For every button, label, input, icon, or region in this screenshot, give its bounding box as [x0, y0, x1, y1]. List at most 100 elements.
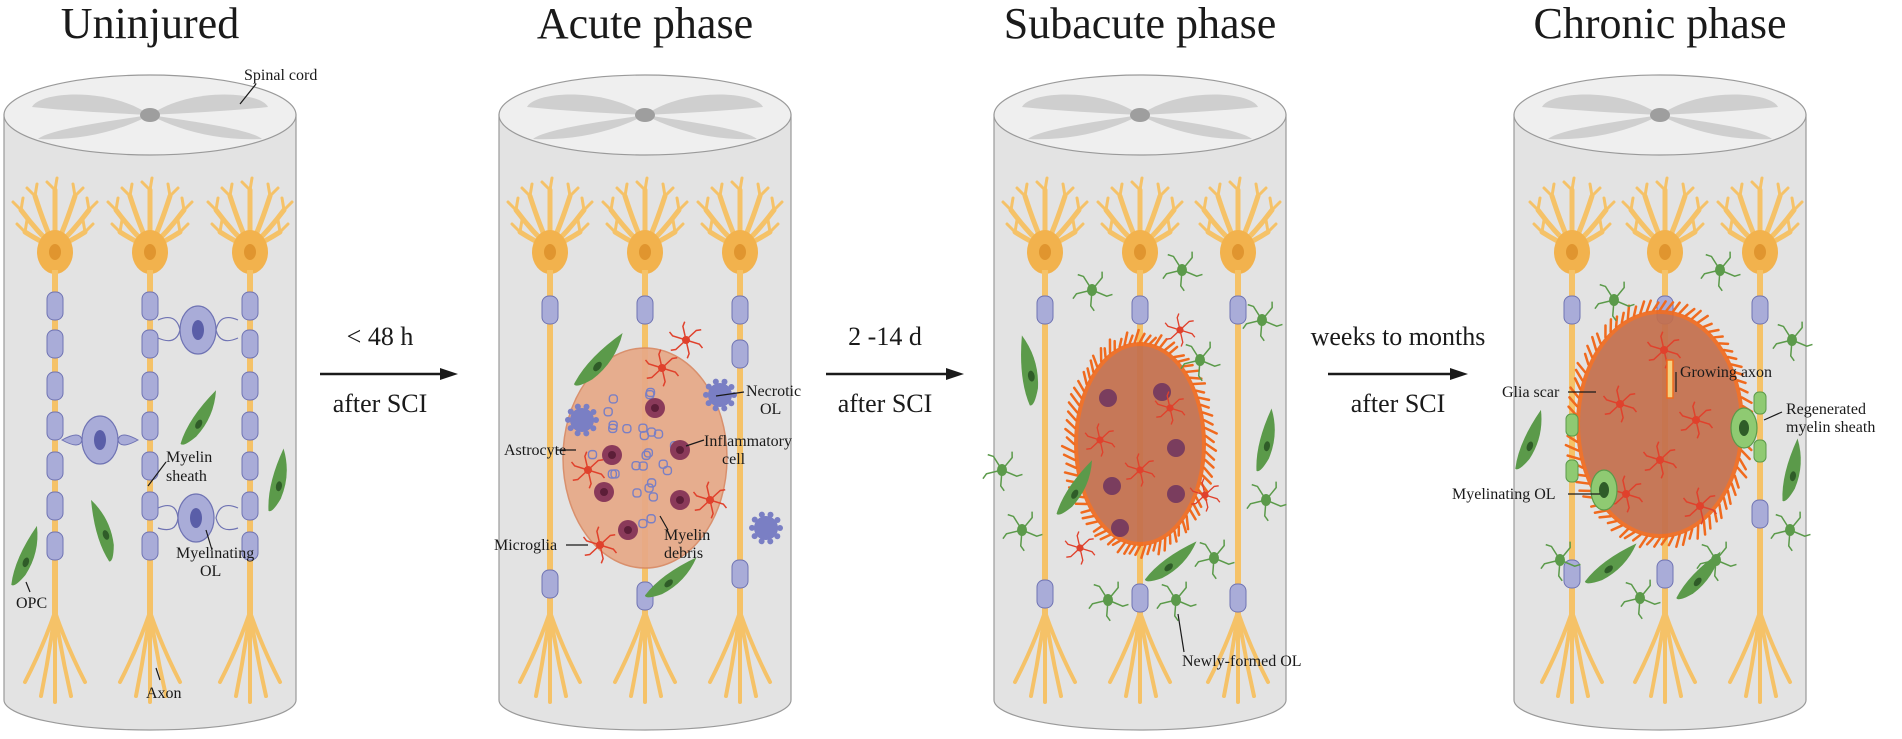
microglia-soma	[1696, 502, 1704, 510]
label-glia-scar: Glia scar	[1502, 384, 1560, 401]
scar-fiber	[1105, 348, 1106, 357]
microglia-soma	[1201, 491, 1208, 498]
myelin-segment	[1230, 296, 1246, 324]
myelin-segment	[1752, 500, 1768, 528]
myelin-segment	[1230, 584, 1246, 612]
panel-title-subacute: Subacute phase	[1004, 0, 1276, 48]
scar-fiber	[1616, 317, 1617, 327]
myelin-segment	[47, 412, 63, 440]
inflammatory-nucleus	[676, 446, 684, 454]
growing-axon	[1667, 360, 1673, 398]
scar-fiber	[1724, 350, 1732, 352]
necrotic-ol-bleb	[722, 379, 728, 385]
necrotic-ol-bleb	[703, 392, 709, 398]
neuron-nucleus	[734, 244, 746, 260]
scar-fiber	[1577, 482, 1589, 484]
inflammatory-cell	[1103, 477, 1121, 495]
ol-nucleus	[190, 508, 202, 528]
inflammatory-cell	[1099, 389, 1117, 407]
scar-fiber	[1196, 391, 1204, 393]
myelin-segment	[47, 532, 63, 560]
necrotic-ol-bleb	[768, 512, 774, 518]
central-canal	[635, 108, 655, 122]
necrotic-ol-bleb	[706, 400, 712, 406]
myelin-segment	[142, 412, 158, 440]
label-newly-formed-ol: Newly-formed OL	[1182, 653, 1302, 670]
panel-title-acute: Acute phase	[537, 0, 753, 48]
myelin-segment	[1132, 584, 1148, 612]
new-ol-soma	[997, 464, 1007, 476]
myelin-segment	[242, 452, 258, 480]
neuron-nucleus	[1134, 244, 1146, 260]
necrotic-ol-bleb	[721, 405, 727, 411]
new-ol-soma	[1103, 594, 1113, 606]
neuron-nucleus	[1566, 244, 1578, 260]
myelin-segment	[1752, 296, 1768, 324]
new-ol-soma	[1195, 354, 1205, 366]
neuron-nucleus	[244, 244, 256, 260]
neuron-nucleus	[49, 244, 61, 260]
myelin-segment	[732, 340, 748, 368]
necrotic-ol-bleb	[774, 533, 780, 539]
scar-fiber	[1704, 521, 1705, 534]
necrotic-ol-bleb	[593, 417, 599, 423]
label-growing-axon: Growing axon	[1680, 364, 1772, 381]
label-myelinating-ol-1: Myelinating	[176, 545, 254, 562]
necrotic-ol-bleb	[767, 538, 773, 544]
neuron-nucleus	[639, 244, 651, 260]
necrotic-ol-bleb	[728, 400, 734, 406]
label-myelin-sheath-1: Myelin	[166, 449, 212, 466]
scar-fiber	[1174, 355, 1183, 357]
panel-subacute	[983, 75, 1287, 730]
neuron-nucleus	[144, 244, 156, 260]
axon	[147, 270, 153, 615]
new-ol-soma	[1177, 264, 1187, 276]
label-necrotic-ol-2: OL	[760, 401, 781, 418]
necrotic-ol-bleb	[774, 517, 780, 523]
new-ol-soma	[1017, 524, 1027, 536]
myelin-segment	[142, 532, 158, 560]
label-inflammatory-cell-2: cell	[722, 451, 746, 468]
label-myelin-debris-2: debris	[664, 545, 703, 562]
oligodendrocyte	[178, 494, 214, 542]
label-necrotic-ol-1: Necrotic	[746, 383, 801, 400]
transition-1-time: < 48 h	[347, 322, 414, 351]
panel-title-uninjured: Uninjured	[61, 0, 239, 48]
scar-fiber	[1628, 306, 1629, 319]
microglia-soma	[1692, 416, 1700, 424]
necrotic-ol-bleb	[759, 538, 765, 544]
microglia-soma	[1166, 404, 1173, 411]
microglia-soma	[1616, 400, 1624, 408]
scar-fiber	[1187, 371, 1199, 372]
necrotic-ol-bleb	[590, 425, 596, 431]
scar-fiber	[1159, 541, 1161, 554]
new-ol-soma	[1261, 494, 1271, 506]
myelin-segment	[542, 296, 558, 324]
scar-fiber	[1709, 330, 1718, 332]
ol-nucleus	[94, 430, 106, 450]
label-inflammatory-cell-1: Inflammatory	[704, 433, 792, 450]
myelinating-ol-nucleus	[1739, 420, 1749, 436]
scar-fiber	[1193, 383, 1204, 384]
panel-uninjured	[4, 75, 296, 730]
inflammatory-nucleus	[608, 451, 616, 459]
label-myelinating-ol-2: OL	[200, 563, 221, 580]
neuron-nucleus	[1232, 244, 1244, 260]
myelin-segment	[637, 296, 653, 324]
necrotic-ol-bleb	[565, 417, 571, 423]
necrotic-ol-bleb	[706, 384, 712, 390]
new-ol-soma	[1555, 554, 1565, 566]
inflammatory-nucleus	[624, 526, 632, 534]
transition-1-arrow-head	[440, 368, 458, 380]
transition-2: 2 -14 d after SCI	[826, 322, 964, 418]
label-regenerated-myelin-1: Regenerated	[1786, 401, 1866, 418]
oligodendrocyte	[82, 416, 118, 464]
myelin-segment	[732, 560, 748, 588]
neuron-nucleus	[1039, 244, 1051, 260]
new-ol-soma	[1635, 592, 1645, 604]
transition-3-caption: after SCI	[1351, 389, 1446, 418]
myelin-segment	[242, 330, 258, 358]
new-ol-soma	[1257, 314, 1267, 326]
necrotic-ol-bleb	[568, 425, 574, 431]
